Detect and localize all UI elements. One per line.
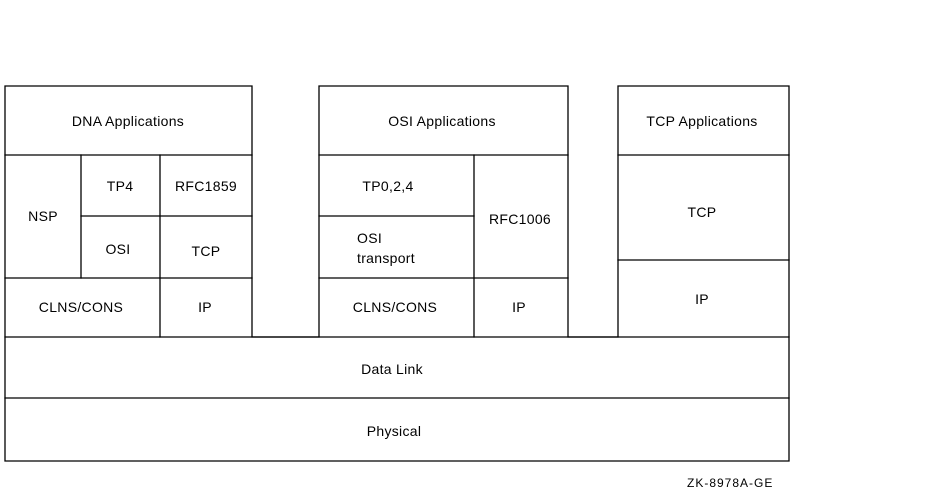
dna-ip-label: IP [198, 299, 212, 315]
osi-clns-cons-label: CLNS/CONS [352, 299, 438, 315]
osi-transport-label-line2: transport [357, 250, 415, 266]
dna-nsp-label: NSP [28, 208, 58, 224]
dna-tcp-label: TCP [191, 243, 221, 259]
dna-tp4-label: TP4 [106, 178, 134, 194]
osi-applications-label: OSI Applications [388, 113, 496, 129]
tcp-ip-label: IP [695, 291, 709, 307]
dna-clns-cons-label: CLNS/CONS [38, 299, 124, 315]
tcp-tcp-label: TCP [687, 204, 717, 220]
data-link-label: Data Link [361, 361, 423, 377]
physical-label: Physical [366, 423, 422, 439]
tcp-applications-label: TCP Applications [646, 113, 758, 129]
osi-ip-label: IP [512, 299, 526, 315]
figure-reference: ZK-8978A-GE [687, 476, 774, 490]
dna-applications-label: DNA Applications [71, 113, 185, 129]
dna-osi-label: OSI [105, 241, 131, 257]
osi-rfc1006-label: RFC1006 [488, 211, 552, 227]
dna-rfc1859-label: RFC1859 [174, 178, 238, 194]
osi-transport-label-line1: OSI [357, 230, 383, 246]
outer-outline [4, 85, 790, 462]
osi-tp024-label: TP0,2,4 [362, 178, 414, 194]
